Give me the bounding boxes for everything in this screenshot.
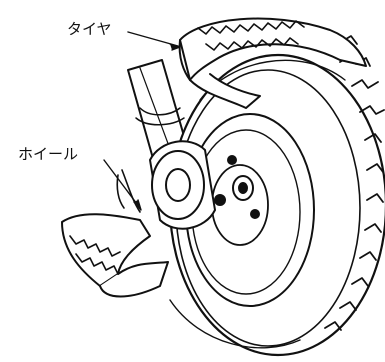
tire-label: タイヤ [67, 22, 112, 37]
wheel-label: ホイール [18, 147, 78, 162]
wheel-leader-line [104, 160, 140, 208]
tire-cutaway-bottom [62, 214, 168, 296]
